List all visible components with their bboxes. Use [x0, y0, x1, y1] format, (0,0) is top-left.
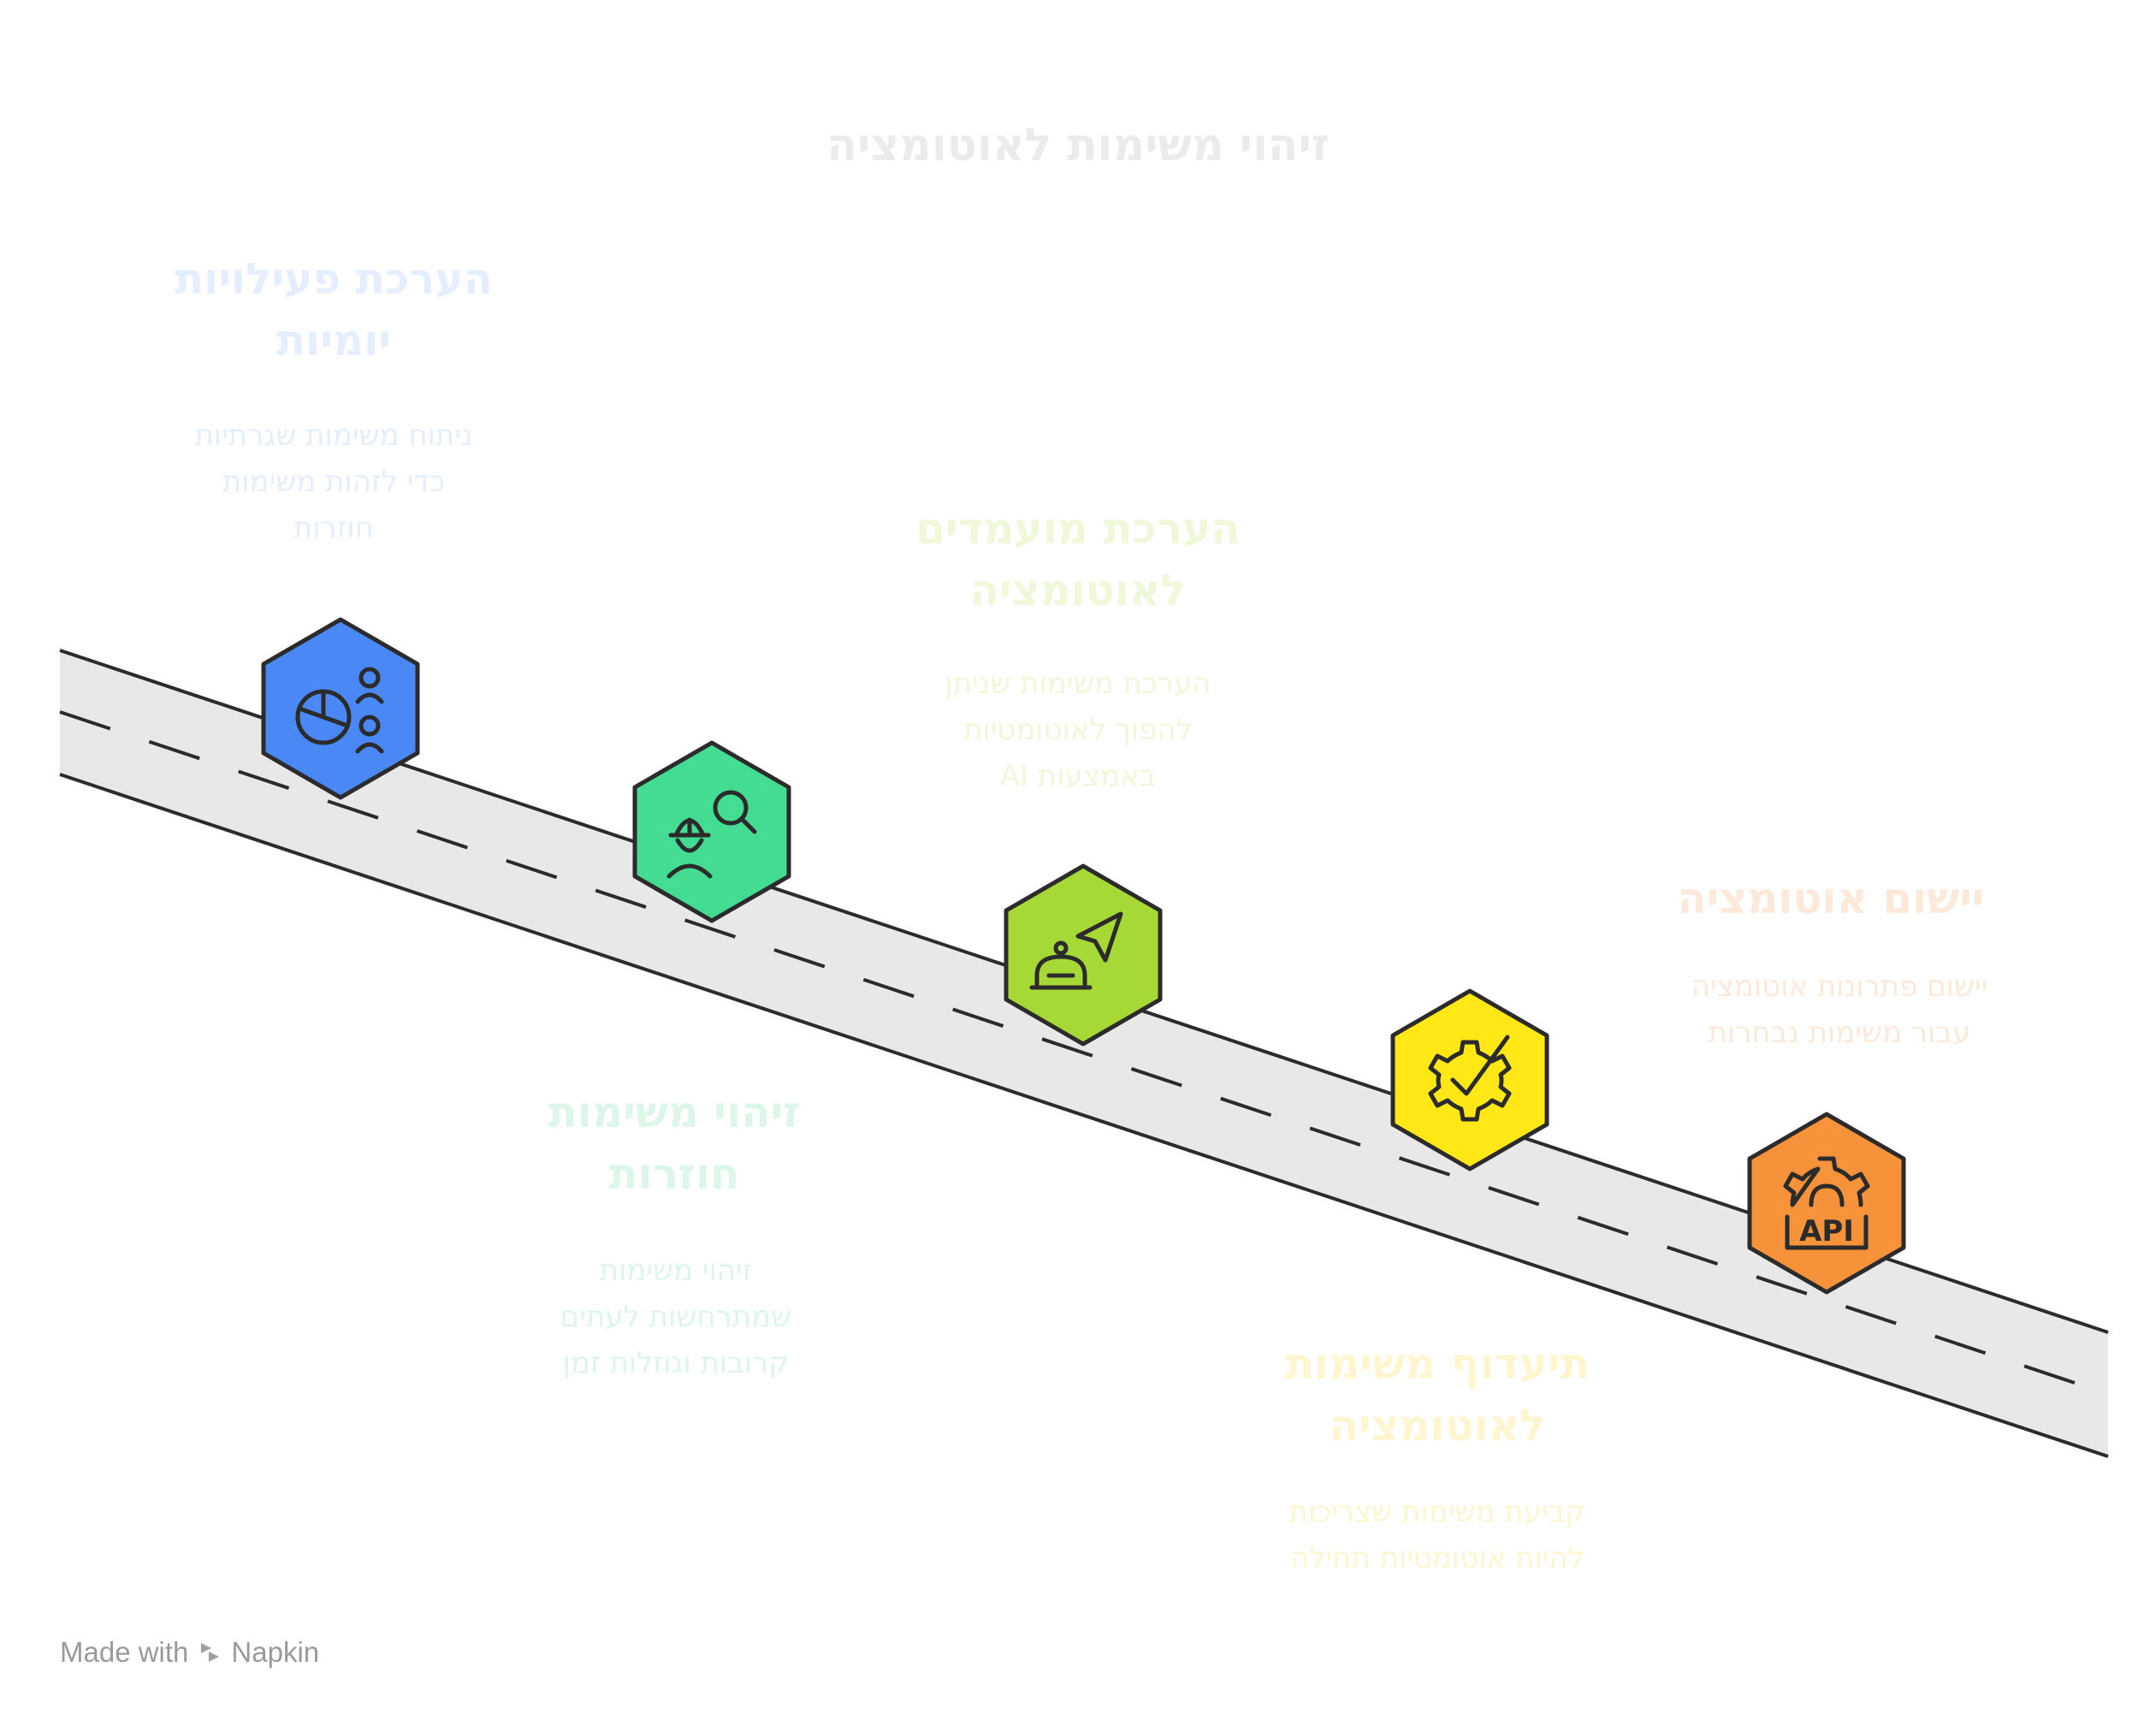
step-5-title: יישום אוטומציה [1677, 874, 1985, 923]
hexagon-shape [1004, 863, 1163, 1047]
step-2-title: זיהוי משימות חוזרות [548, 1088, 801, 1199]
step-3-description: הערכת משימות שניתן להפוך לאוטומטיות באמצ… [945, 667, 1211, 793]
step-5-hexagon: API [1747, 1112, 1906, 1295]
napkin-brand[interactable]: Napkin [198, 1636, 319, 1669]
diagram-title: זיהוי משימות לאוטומציה [826, 120, 1330, 171]
napkin-label: Napkin [231, 1636, 320, 1668]
robot-navigation-icon [1029, 911, 1123, 990]
gear-api-icon [1783, 1156, 1870, 1250]
step-2-description: זיהוי משימות שמתרחשות לעתים קרובות וגוזל… [560, 1254, 792, 1380]
step-5-description: יישום פתרונות אוטומציה עבור משימות נבחרו… [1691, 970, 1988, 1050]
step-4-description: קביעת משימות שצריכות להיות אוטומטיות תחי… [1288, 1495, 1586, 1575]
step-1-hexagon [261, 617, 420, 800]
step-1-title: הערכת פעילויות יומיות [175, 254, 493, 365]
step-3-hexagon [1004, 863, 1163, 1047]
step-4-title: תיעדוף משימות לאוטומציה [1284, 1339, 1590, 1450]
hexagon-shape [261, 617, 420, 800]
step-2-hexagon [632, 740, 791, 923]
hexagon-shape [632, 740, 791, 923]
api-label: API [1799, 1214, 1854, 1248]
road-bottom-edge [59, 773, 2109, 1458]
worker-search-icon [666, 790, 757, 879]
footer: Made with Napkin [60, 1636, 319, 1669]
made-with-label: Made with [60, 1636, 189, 1668]
step-3-title: הערכת מועמדים לאוטומציה [915, 504, 1241, 615]
gear-check-icon [1428, 1035, 1512, 1122]
step-1-description: ניתוח משימות שגרתיות כדי לזהות משימות חו… [194, 418, 473, 545]
step-4-hexagon [1390, 988, 1549, 1171]
pie-chart-people-icon [295, 667, 384, 754]
road-center-dashes [59, 710, 2109, 1396]
napkin-logo-icon [201, 1643, 220, 1662]
